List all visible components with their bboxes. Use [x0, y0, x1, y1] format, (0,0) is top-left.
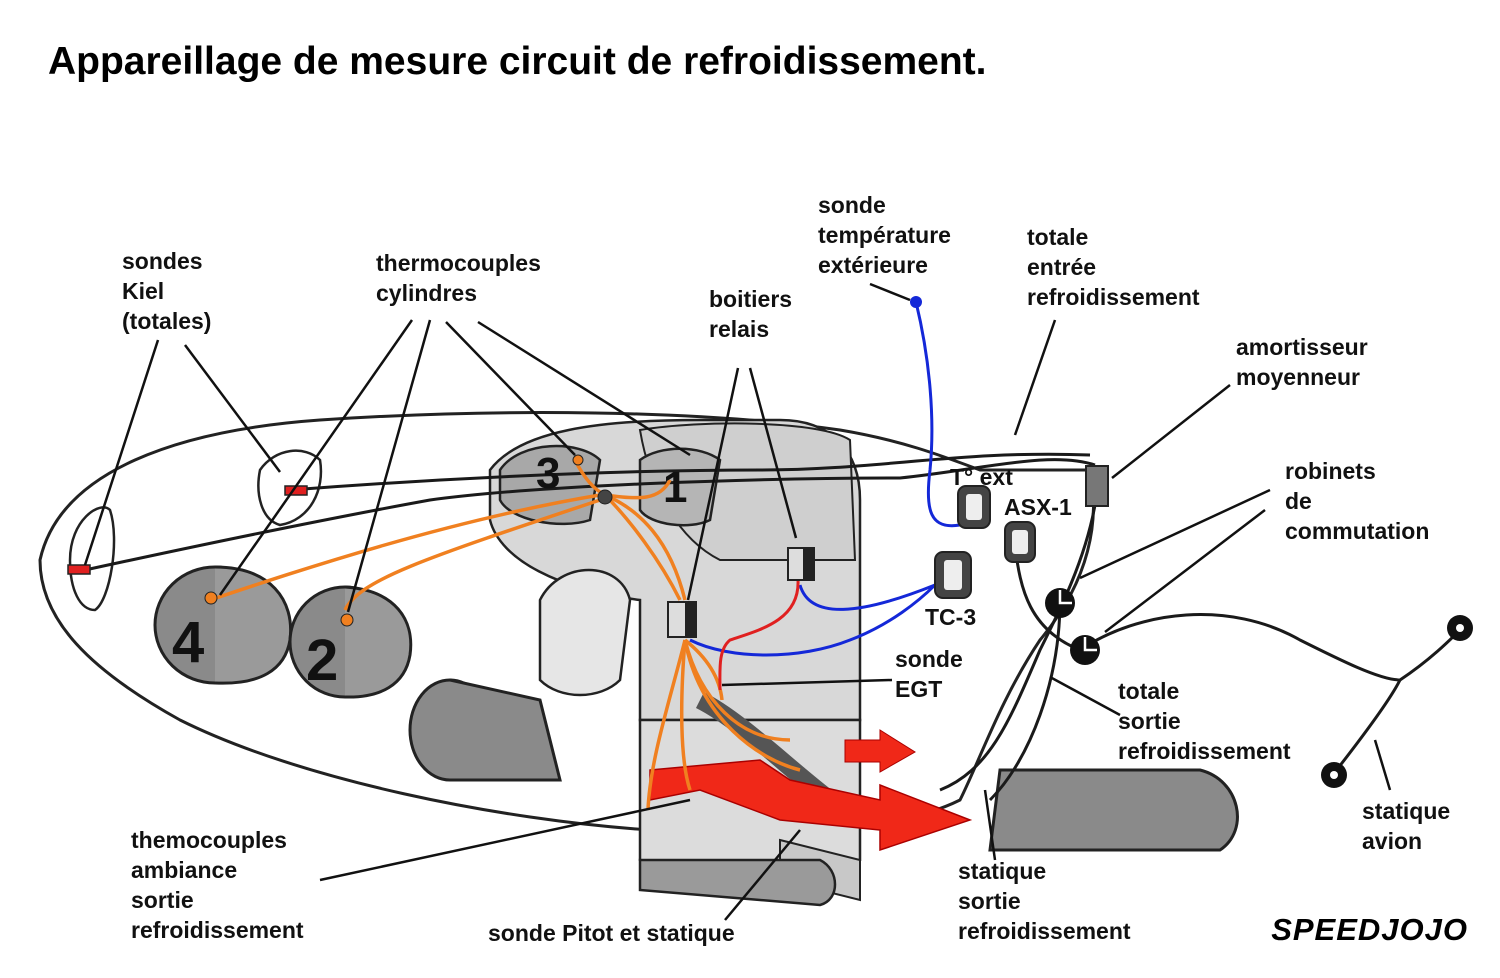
signature: SPEEDJOJO	[1271, 912, 1468, 947]
cylinder-2-number: 2	[306, 628, 339, 693]
label-tc3: TC-3	[925, 604, 977, 630]
page-title: Appareillage de mesure circuit de refroi…	[48, 40, 987, 83]
static-port-2	[1321, 762, 1347, 788]
spinner-ring	[68, 506, 116, 612]
label-asx1: ASX-1	[1004, 494, 1072, 520]
relay-box-1-dark	[685, 602, 696, 637]
leader-lines	[83, 282, 1392, 921]
cylinder-4	[153, 565, 293, 685]
kiel-probe-left	[67, 564, 91, 575]
asx1-instrument	[1004, 521, 1036, 563]
cooling-flow-arrow-small	[844, 729, 916, 773]
label-t-ext: T° ext	[950, 464, 1013, 490]
cyl4-thermocouple	[204, 591, 218, 605]
red-wire	[718, 579, 800, 691]
cooling-flow-arrow	[649, 759, 973, 852]
cylinder-2	[288, 585, 413, 699]
cylinder-rear	[408, 678, 562, 782]
tc3-instrument	[934, 551, 972, 599]
exhaust-pipe	[988, 768, 1239, 852]
cyl1-thermocouple	[597, 489, 613, 505]
intake-pipe	[538, 568, 632, 697]
inlet-ring	[257, 449, 323, 527]
label-sonde-pitot: sonde Pitot et statique	[488, 920, 735, 946]
cylinder-4-number: 4	[172, 610, 205, 675]
cowling-outline	[38, 411, 1095, 836]
cyl3-thermocouple	[572, 454, 584, 466]
t-ext-instrument	[957, 485, 991, 529]
thermocouple-wires	[209, 459, 801, 811]
cylinder-1-number: 1	[663, 463, 688, 512]
temp-probe-tip	[910, 296, 922, 308]
relay-box-2-dark	[803, 548, 814, 580]
cylinder-3-number: 3	[536, 449, 561, 498]
valve-2	[1070, 635, 1100, 665]
pressure-tubes	[84, 452, 1462, 802]
blue-wires	[689, 301, 961, 657]
exhaust-tail	[638, 858, 837, 907]
valve-1	[1045, 588, 1075, 618]
cyl2-thermocouple	[340, 613, 354, 627]
cylinder-1	[638, 447, 722, 527]
static-port-1	[1447, 615, 1473, 641]
damper	[1085, 465, 1109, 507]
